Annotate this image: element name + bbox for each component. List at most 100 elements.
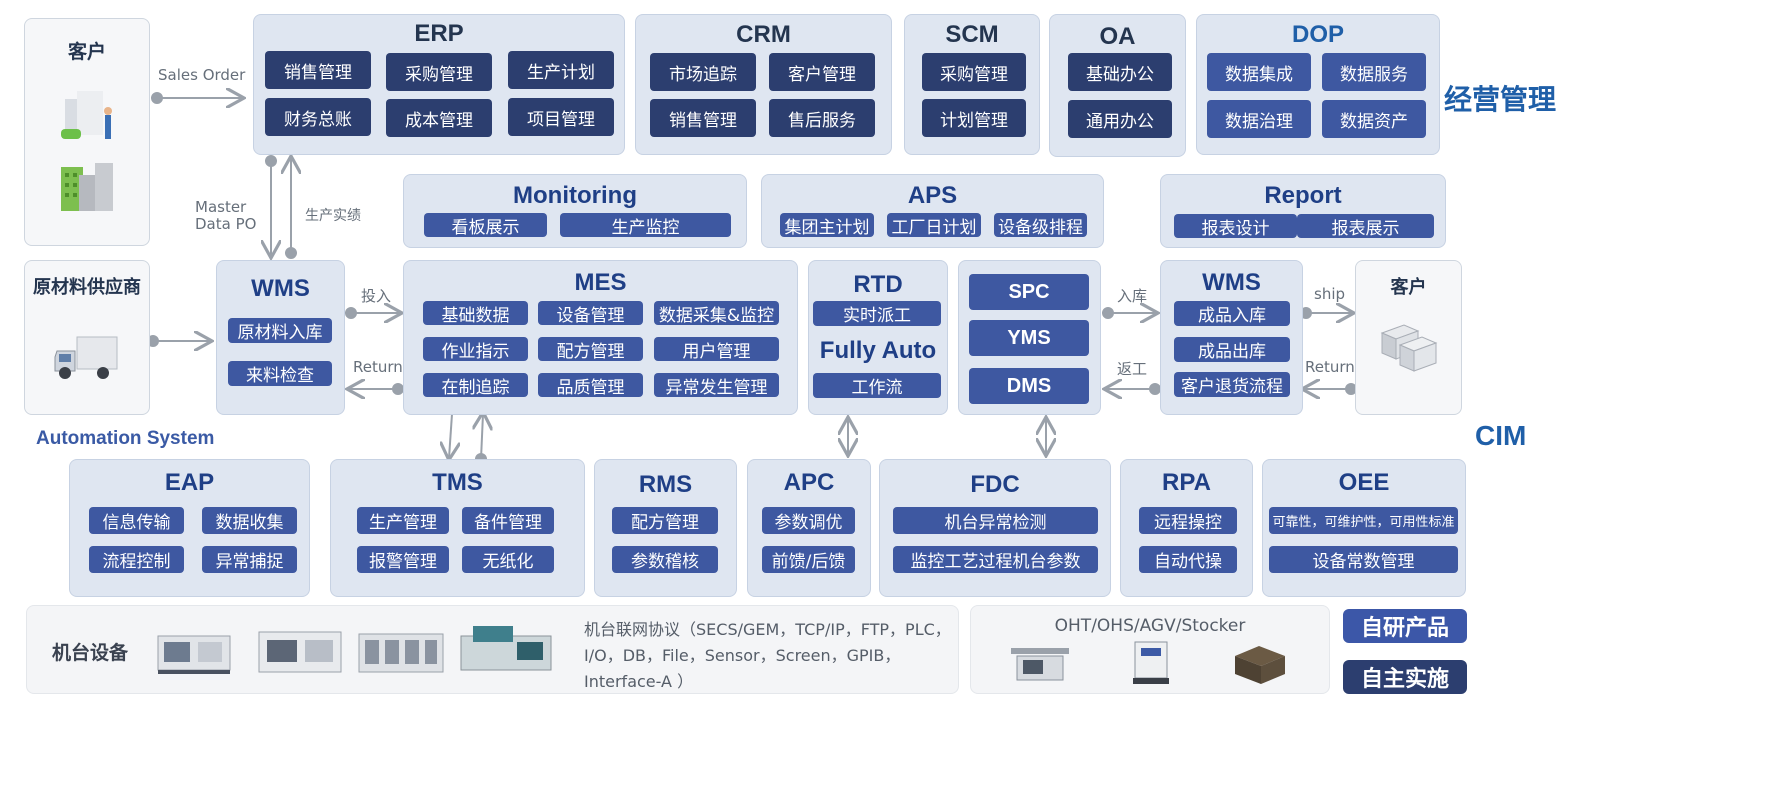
rms-recipe-button[interactable]: 配方管理 [612, 507, 718, 534]
rms-title: RMS [638, 471, 693, 498]
spc-button[interactable]: SPC [969, 274, 1089, 310]
equipment-title: 机台设备 [52, 642, 129, 664]
wms-in-panel: WMS 原材料入库 来料检查 [216, 260, 345, 415]
customer-top-title: 客户 [67, 42, 106, 63]
oee-standard-button[interactable]: 可靠性，可维护性，可用性标准 [1269, 507, 1458, 534]
logistics-panel: OHT/OHS/AGV/Stocker [970, 605, 1330, 694]
tms-spare-parts-button[interactable]: 备件管理 [462, 507, 554, 534]
tms-paperless-button[interactable]: 无纸化 [462, 546, 554, 573]
rms-audit-button[interactable]: 参数稽核 [612, 546, 718, 573]
eap-exception-button[interactable]: 异常捕捉 [202, 546, 297, 573]
oa-general-button[interactable]: 通用办公 [1068, 100, 1172, 138]
rtd-dispatch-button[interactable]: 实时派工 [813, 301, 941, 326]
mes-exception-button[interactable]: 异常发生管理 [654, 373, 779, 398]
monitoring-board-button[interactable]: 看板展示 [424, 213, 547, 238]
mes-recipe-button[interactable]: 配方管理 [538, 337, 643, 362]
eap-flow-control-button[interactable]: 流程控制 [89, 546, 184, 573]
protocol-line-2: I/O，DB，File，Sensor，Screen，GPIB， [584, 646, 901, 665]
dop-asset-button[interactable]: 数据资产 [1322, 100, 1426, 138]
oa-basic-button[interactable]: 基础办公 [1068, 53, 1172, 91]
crm-customer-button[interactable]: 客户管理 [769, 53, 875, 91]
stocker-icon [1235, 646, 1285, 684]
erp-finance-button[interactable]: 财务总账 [265, 98, 371, 136]
mes-base-data-button[interactable]: 基础数据 [423, 301, 528, 326]
erp-purchase-button[interactable]: 采购管理 [386, 53, 492, 91]
mes-wip-button[interactable]: 在制追踪 [423, 373, 528, 398]
dop-governance-button[interactable]: 数据治理 [1207, 100, 1311, 138]
scm-plan-button[interactable]: 计划管理 [922, 99, 1026, 137]
oee-constant-button[interactable]: 设备常数管理 [1269, 546, 1458, 573]
agv-icon [1133, 641, 1169, 684]
business-management-label: 经营管理 [1444, 84, 1557, 115]
wms-raw-material-button[interactable]: 原材料入库 [228, 318, 332, 343]
equipment-panel: 机台设备 机台联网协议（SECS/GEM，TCP/IP，FTP，PLC， I/O… [26, 605, 959, 694]
supplier-title: 原材料供应商 [33, 277, 141, 297]
eap-transmit-button[interactable]: 信息传输 [89, 507, 184, 534]
report-display-button[interactable]: 报表展示 [1297, 214, 1434, 239]
wms-customer-return-button[interactable]: 客户退货流程 [1174, 372, 1290, 397]
wms-finished-in-button[interactable]: 成品入库 [1174, 301, 1290, 326]
rtd-workflow-button[interactable]: 工作流 [813, 373, 941, 398]
tms-alarm-button[interactable]: 报警管理 [357, 546, 449, 573]
oa-panel: OA 基础办公 通用办公 [1049, 14, 1186, 157]
legend-self-implemented: 自主实施 [1343, 660, 1467, 694]
rpa-auto-operate-button[interactable]: 自动代操 [1139, 546, 1237, 573]
containers-icon [1380, 324, 1438, 372]
erp-project-button[interactable]: 项目管理 [508, 98, 614, 136]
mes-user-button[interactable]: 用户管理 [654, 337, 779, 362]
logistics-title: OHT/OHS/AGV/Stocker [1054, 616, 1246, 636]
aps-equipment-schedule-button[interactable]: 设备级排程 [994, 213, 1087, 238]
yms-button[interactable]: YMS [969, 320, 1089, 356]
erp-production-plan-button[interactable]: 生产计划 [508, 51, 614, 89]
rpa-remote-button[interactable]: 远程操控 [1139, 507, 1237, 534]
erp-cost-button[interactable]: 成本管理 [386, 99, 492, 137]
rework-label: 返工 [1117, 360, 1148, 378]
dms-button[interactable]: DMS [969, 368, 1089, 404]
wms-incoming-check-button[interactable]: 来料检查 [228, 361, 332, 386]
fdc-process-monitor-button[interactable]: 监控工艺过程机台参数 [893, 546, 1098, 573]
eap-collect-button[interactable]: 数据收集 [202, 507, 297, 534]
aps-daily-plan-button[interactable]: 工厂日计划 [887, 213, 981, 238]
rpa-title: RPA [1162, 469, 1211, 496]
apc-feedforward-button[interactable]: 前馈/后馈 [762, 546, 855, 573]
apc-title: APC [783, 469, 835, 496]
erp-title: ERP [414, 20, 464, 47]
aps-group-plan-button[interactable]: 集团主计划 [780, 213, 874, 238]
report-design-button[interactable]: 报表设计 [1174, 214, 1297, 239]
oee-panel: OEE 可靠性，可维护性，可用性标准 设备常数管理 [1262, 459, 1466, 597]
scm-purchase-button[interactable]: 采购管理 [922, 53, 1026, 91]
wms-in-title: WMS [251, 275, 310, 302]
customer-top-panel: 客户 [24, 18, 150, 246]
mes-data-collection-button[interactable]: 数据采集&监控 [654, 301, 779, 326]
fdc-anomaly-button[interactable]: 机台异常检测 [893, 507, 1098, 534]
crm-market-button[interactable]: 市场追踪 [650, 53, 756, 91]
production-result-label: 生产实绩 [305, 208, 361, 224]
automation-system-label: Automation System [36, 428, 215, 449]
rpa-panel: RPA 远程操控 自动代操 [1120, 459, 1253, 597]
crm-sales-button[interactable]: 销售管理 [650, 99, 756, 137]
wms-finished-out-button[interactable]: 成品出库 [1174, 337, 1290, 362]
green-building-icon [61, 163, 113, 211]
legend-self-developed: 自研产品 [1343, 609, 1467, 643]
mes-equipment-button[interactable]: 设备管理 [538, 301, 643, 326]
mes-quality-button[interactable]: 品质管理 [538, 373, 643, 398]
crm-title: CRM [736, 21, 791, 48]
apc-tuning-button[interactable]: 参数调优 [762, 507, 855, 534]
cim-label: CIM [1475, 420, 1527, 451]
machine-1-icon [157, 635, 231, 674]
crm-aftersales-button[interactable]: 售后服务 [769, 99, 875, 137]
report-title: Report [1264, 182, 1342, 209]
customer-right-title: 客户 [1390, 277, 1427, 297]
dop-service-button[interactable]: 数据服务 [1322, 53, 1426, 91]
dop-integration-button[interactable]: 数据集成 [1207, 53, 1311, 91]
supplier-panel: 原材料供应商 [24, 260, 150, 415]
scm-panel: SCM 采购管理 计划管理 [904, 14, 1040, 155]
eap-title: EAP [164, 469, 215, 496]
fdc-title: FDC [970, 471, 1020, 498]
tms-production-button[interactable]: 生产管理 [357, 507, 449, 534]
erp-sales-button[interactable]: 销售管理 [265, 51, 371, 89]
mes-work-instruction-button[interactable]: 作业指示 [423, 337, 528, 362]
monitoring-production-button[interactable]: 生产监控 [560, 213, 731, 238]
master-data-label-1: Master [195, 198, 247, 216]
